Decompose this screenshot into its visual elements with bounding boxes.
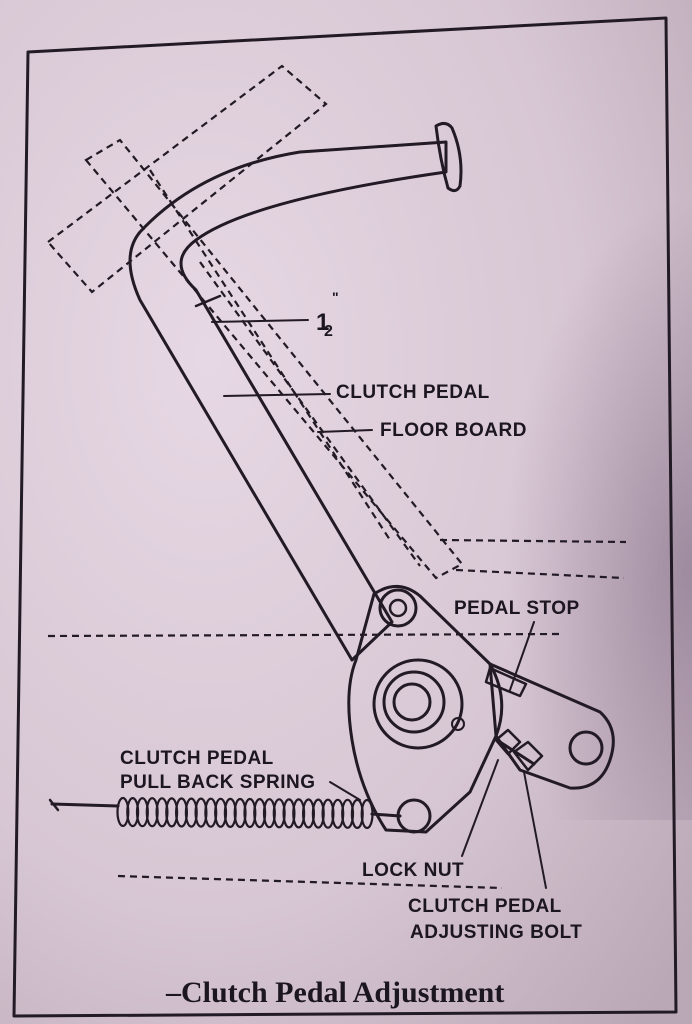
adjusting-bolt-head bbox=[512, 740, 544, 772]
half-inch-tick bbox=[194, 294, 222, 308]
upper-pivot-bolt bbox=[378, 588, 418, 628]
floor-board-leader bbox=[317, 429, 373, 433]
stop-lever-arm bbox=[488, 662, 615, 790]
clutch-pedal-label: CLUTCH PEDAL bbox=[336, 382, 490, 403]
stop-lever-hole bbox=[568, 730, 604, 766]
half-inch-leader bbox=[211, 319, 309, 323]
pivot-hub-center bbox=[392, 682, 432, 722]
spring-rod bbox=[50, 802, 120, 808]
figure-caption: –Clutch Pedal Adjustment bbox=[165, 976, 504, 1009]
pivot-hub-outer bbox=[372, 658, 464, 750]
floor-board-dashed-outline bbox=[46, 64, 328, 294]
pedal-stop-label: PEDAL STOP bbox=[454, 598, 580, 619]
spring-rod-hook bbox=[48, 798, 60, 812]
upper-pivot-bolt-center bbox=[388, 598, 408, 618]
lock-nut bbox=[494, 728, 522, 756]
floor-line-middle bbox=[47, 632, 561, 638]
clutch-pedal-leader bbox=[223, 393, 331, 397]
pull-back-spring-label-line1: CLUTCH PEDAL bbox=[120, 748, 274, 769]
floor-board-label: FLOOR BOARD bbox=[380, 420, 527, 441]
pedal-dashed-inner bbox=[199, 261, 421, 567]
adjusting-bolt-leader bbox=[523, 771, 547, 889]
pedal-stop-leader bbox=[509, 621, 535, 691]
pivot-bracket bbox=[347, 585, 504, 834]
floor-line-lower bbox=[455, 568, 625, 580]
paper-shadow bbox=[380, 200, 692, 820]
adjusting-bolt-label-line1: CLUTCH PEDAL bbox=[408, 896, 562, 917]
half-inch-whole: 1 bbox=[316, 309, 329, 336]
floor-line-bottom bbox=[117, 874, 503, 890]
lock-nut-label: LOCK NUT bbox=[362, 860, 464, 881]
lock-nut-leader bbox=[461, 759, 499, 857]
pedal-pad bbox=[434, 121, 463, 193]
spring-end-hook bbox=[370, 812, 402, 818]
pivot-hub-key bbox=[451, 717, 465, 731]
pull-back-spring bbox=[116, 796, 374, 830]
adjusting-bolt-label-line2: ADJUSTING BOLT bbox=[410, 922, 582, 943]
pedal-dashed-position bbox=[84, 138, 464, 580]
pull-back-spring-leader bbox=[329, 781, 361, 801]
pivot-hub-ring bbox=[382, 670, 446, 734]
pedal-dashed-line bbox=[149, 169, 391, 541]
pull-back-spring-label-line2: PULL BACK SPRING bbox=[120, 772, 316, 793]
half-inch-mark: " bbox=[332, 289, 339, 305]
adjusting-bolt-shaft bbox=[498, 740, 536, 766]
half-inch-denominator: 2 bbox=[324, 323, 333, 340]
clutch-pedal-arm bbox=[128, 140, 448, 662]
figure-border bbox=[12, 16, 678, 1018]
